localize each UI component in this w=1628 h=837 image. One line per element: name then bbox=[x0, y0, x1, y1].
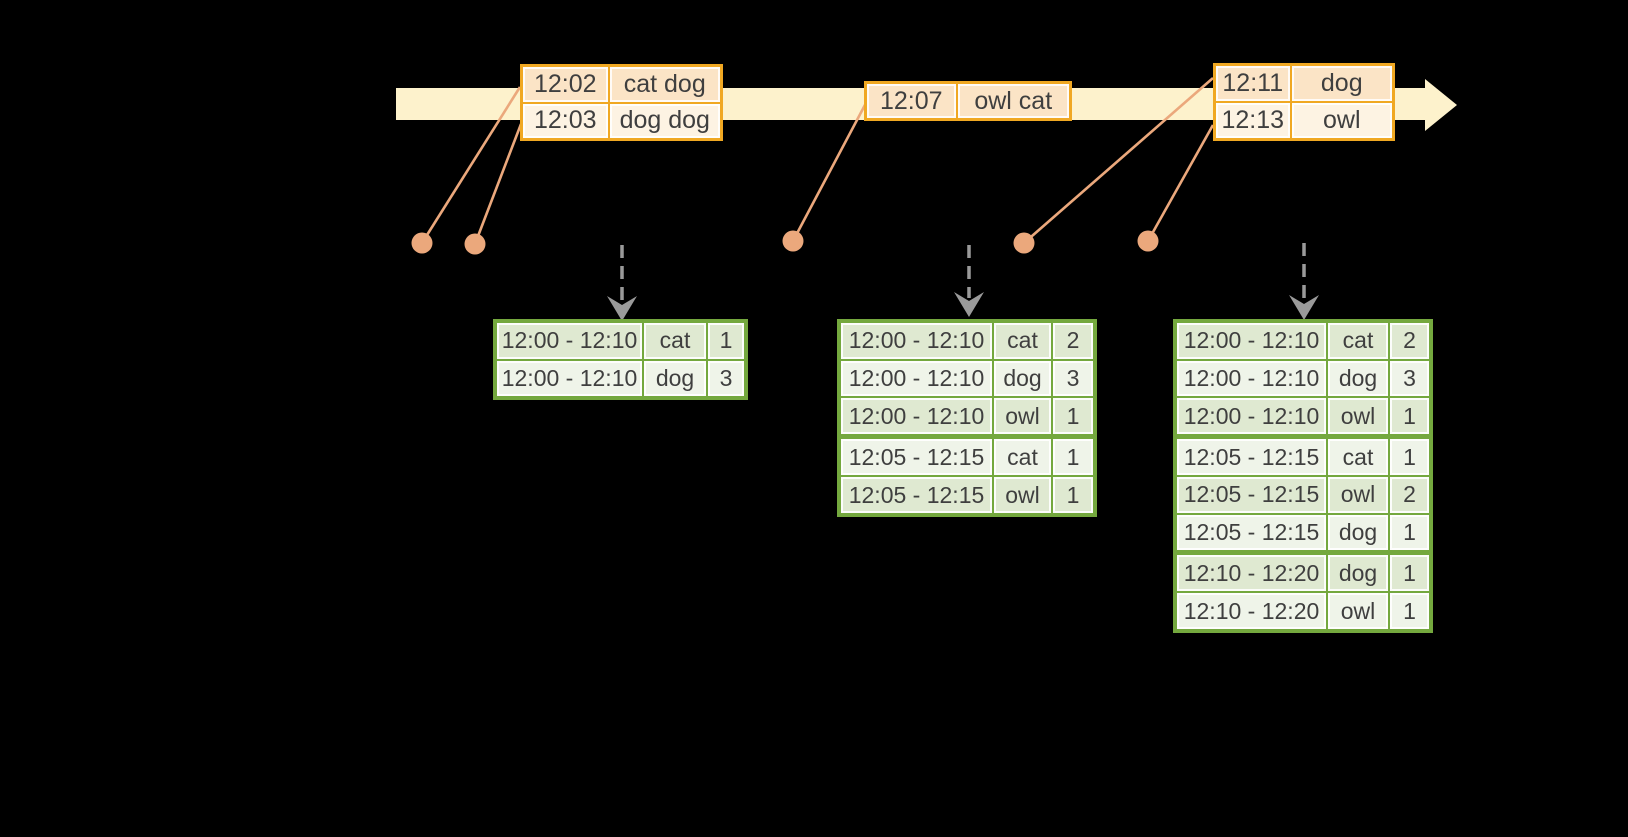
event-words-cell: cat dog bbox=[607, 64, 723, 104]
result-row: 12:05 - 12:15 cat 1 bbox=[838, 434, 1096, 478]
count-cell: 1 bbox=[1388, 591, 1432, 632]
word-cell: dog bbox=[992, 358, 1053, 399]
event-row: 12:13 owl bbox=[1213, 101, 1395, 141]
word-cell: owl bbox=[1326, 396, 1390, 438]
result-row: 12:00 - 12:10 dog 3 bbox=[838, 358, 1096, 399]
count-cell: 2 bbox=[1051, 320, 1096, 361]
event-time-cell: 12:07 bbox=[864, 81, 958, 121]
word-cell: cat bbox=[992, 320, 1053, 361]
count-cell: 3 bbox=[706, 358, 747, 399]
connector-line bbox=[1146, 124, 1215, 242]
word-cell: cat bbox=[992, 434, 1053, 478]
count-cell: 1 bbox=[1388, 396, 1432, 438]
word-cell: dog bbox=[642, 358, 708, 399]
window-cell: 12:00 - 12:10 bbox=[1174, 396, 1328, 438]
event-time-cell: 12:13 bbox=[1213, 101, 1292, 141]
window-cell: 12:05 - 12:15 bbox=[1174, 512, 1328, 554]
event-words-cell: owl cat bbox=[955, 81, 1072, 121]
word-cell: owl bbox=[992, 396, 1053, 438]
result-row: 12:00 - 12:10 cat 1 bbox=[494, 320, 747, 361]
event-dot bbox=[464, 233, 486, 255]
result-table-2: 12:00 - 12:10 cat 2 12:00 - 12:10 dog 3 … bbox=[837, 319, 1097, 517]
word-cell: owl bbox=[1326, 591, 1390, 632]
count-cell: 1 bbox=[1051, 434, 1096, 478]
event-time-cell: 12:11 bbox=[1213, 63, 1292, 103]
trigger-arrowhead-icon bbox=[607, 296, 637, 321]
count-cell: 3 bbox=[1051, 358, 1096, 399]
word-cell: cat bbox=[1326, 434, 1390, 477]
window-cell: 12:00 - 12:10 bbox=[494, 320, 644, 361]
word-cell: cat bbox=[1326, 320, 1390, 361]
window-cell: 12:00 - 12:10 bbox=[494, 358, 644, 399]
result-row: 12:05 - 12:15 owl 2 bbox=[1174, 474, 1432, 515]
event-words-cell: owl bbox=[1289, 101, 1395, 141]
result-row: 12:00 - 12:10 dog 3 bbox=[1174, 358, 1432, 399]
event-row: 12:11 dog bbox=[1213, 63, 1395, 103]
count-cell: 3 bbox=[1388, 358, 1432, 399]
event-time-cell: 12:02 bbox=[520, 64, 610, 104]
window-cell: 12:05 - 12:15 bbox=[1174, 434, 1328, 477]
result-row: 12:05 - 12:15 cat 1 bbox=[1174, 434, 1432, 477]
result-table-3: 12:00 - 12:10 cat 2 12:00 - 12:10 dog 3 … bbox=[1173, 319, 1433, 633]
window-cell: 12:05 - 12:15 bbox=[838, 475, 994, 516]
word-cell: dog bbox=[1326, 550, 1390, 594]
result-row: 12:00 - 12:10 owl 1 bbox=[838, 396, 1096, 438]
count-cell: 1 bbox=[1051, 396, 1096, 438]
event-words-cell: dog dog bbox=[607, 101, 723, 141]
count-cell: 1 bbox=[1388, 512, 1432, 554]
result-row: 12:00 - 12:10 dog 3 bbox=[494, 358, 747, 399]
timeline-arrowhead-icon bbox=[1425, 79, 1457, 131]
count-cell: 2 bbox=[1388, 474, 1432, 515]
trigger-arrowhead-icon bbox=[954, 292, 984, 317]
window-cell: 12:00 - 12:10 bbox=[838, 358, 994, 399]
window-cell: 12:00 - 12:10 bbox=[1174, 358, 1328, 399]
event-dot bbox=[1137, 230, 1159, 252]
event-row: 12:02 cat dog bbox=[520, 64, 723, 104]
window-cell: 12:00 - 12:10 bbox=[1174, 320, 1328, 361]
word-cell: dog bbox=[1326, 512, 1390, 554]
event-dot bbox=[1013, 232, 1035, 254]
event-table-1: 12:02 cat dog 12:03 dog dog bbox=[520, 64, 723, 141]
connector-line bbox=[791, 102, 868, 242]
count-cell: 1 bbox=[1051, 475, 1096, 516]
result-row: 12:05 - 12:15 owl 1 bbox=[838, 475, 1096, 516]
event-table-2: 12:07 owl cat bbox=[864, 81, 1072, 121]
word-cell: dog bbox=[1326, 358, 1390, 399]
event-table-3: 12:11 dog 12:13 owl bbox=[1213, 63, 1395, 141]
event-dot bbox=[782, 230, 804, 252]
window-cell: 12:00 - 12:10 bbox=[838, 396, 994, 438]
word-cell: cat bbox=[642, 320, 708, 361]
count-cell: 1 bbox=[1388, 550, 1432, 594]
result-row: 12:00 - 12:10 cat 2 bbox=[838, 320, 1096, 361]
result-row: 12:00 - 12:10 owl 1 bbox=[1174, 396, 1432, 438]
connector-line bbox=[473, 123, 523, 245]
window-cell: 12:10 - 12:20 bbox=[1174, 591, 1328, 632]
result-row: 12:10 - 12:20 owl 1 bbox=[1174, 591, 1432, 632]
result-row: 12:00 - 12:10 cat 2 bbox=[1174, 320, 1432, 361]
event-words-cell: dog bbox=[1289, 63, 1395, 103]
window-cell: 12:00 - 12:10 bbox=[838, 320, 994, 361]
event-row: 12:07 owl cat bbox=[864, 81, 1072, 121]
word-cell: owl bbox=[992, 475, 1053, 516]
event-dot bbox=[411, 232, 433, 254]
window-cell: 12:05 - 12:15 bbox=[1174, 474, 1328, 515]
count-cell: 2 bbox=[1388, 320, 1432, 361]
event-row: 12:03 dog dog bbox=[520, 101, 723, 141]
window-cell: 12:05 - 12:15 bbox=[838, 434, 994, 478]
word-cell: owl bbox=[1326, 474, 1390, 515]
result-row: 12:05 - 12:15 dog 1 bbox=[1174, 512, 1432, 554]
count-cell: 1 bbox=[706, 320, 747, 361]
result-row: 12:10 - 12:20 dog 1 bbox=[1174, 550, 1432, 594]
window-cell: 12:10 - 12:20 bbox=[1174, 550, 1328, 594]
event-time-cell: 12:03 bbox=[520, 101, 610, 141]
count-cell: 1 bbox=[1388, 434, 1432, 477]
trigger-arrowhead-icon bbox=[1289, 295, 1319, 320]
result-table-1: 12:00 - 12:10 cat 1 12:00 - 12:10 dog 3 bbox=[493, 319, 748, 400]
